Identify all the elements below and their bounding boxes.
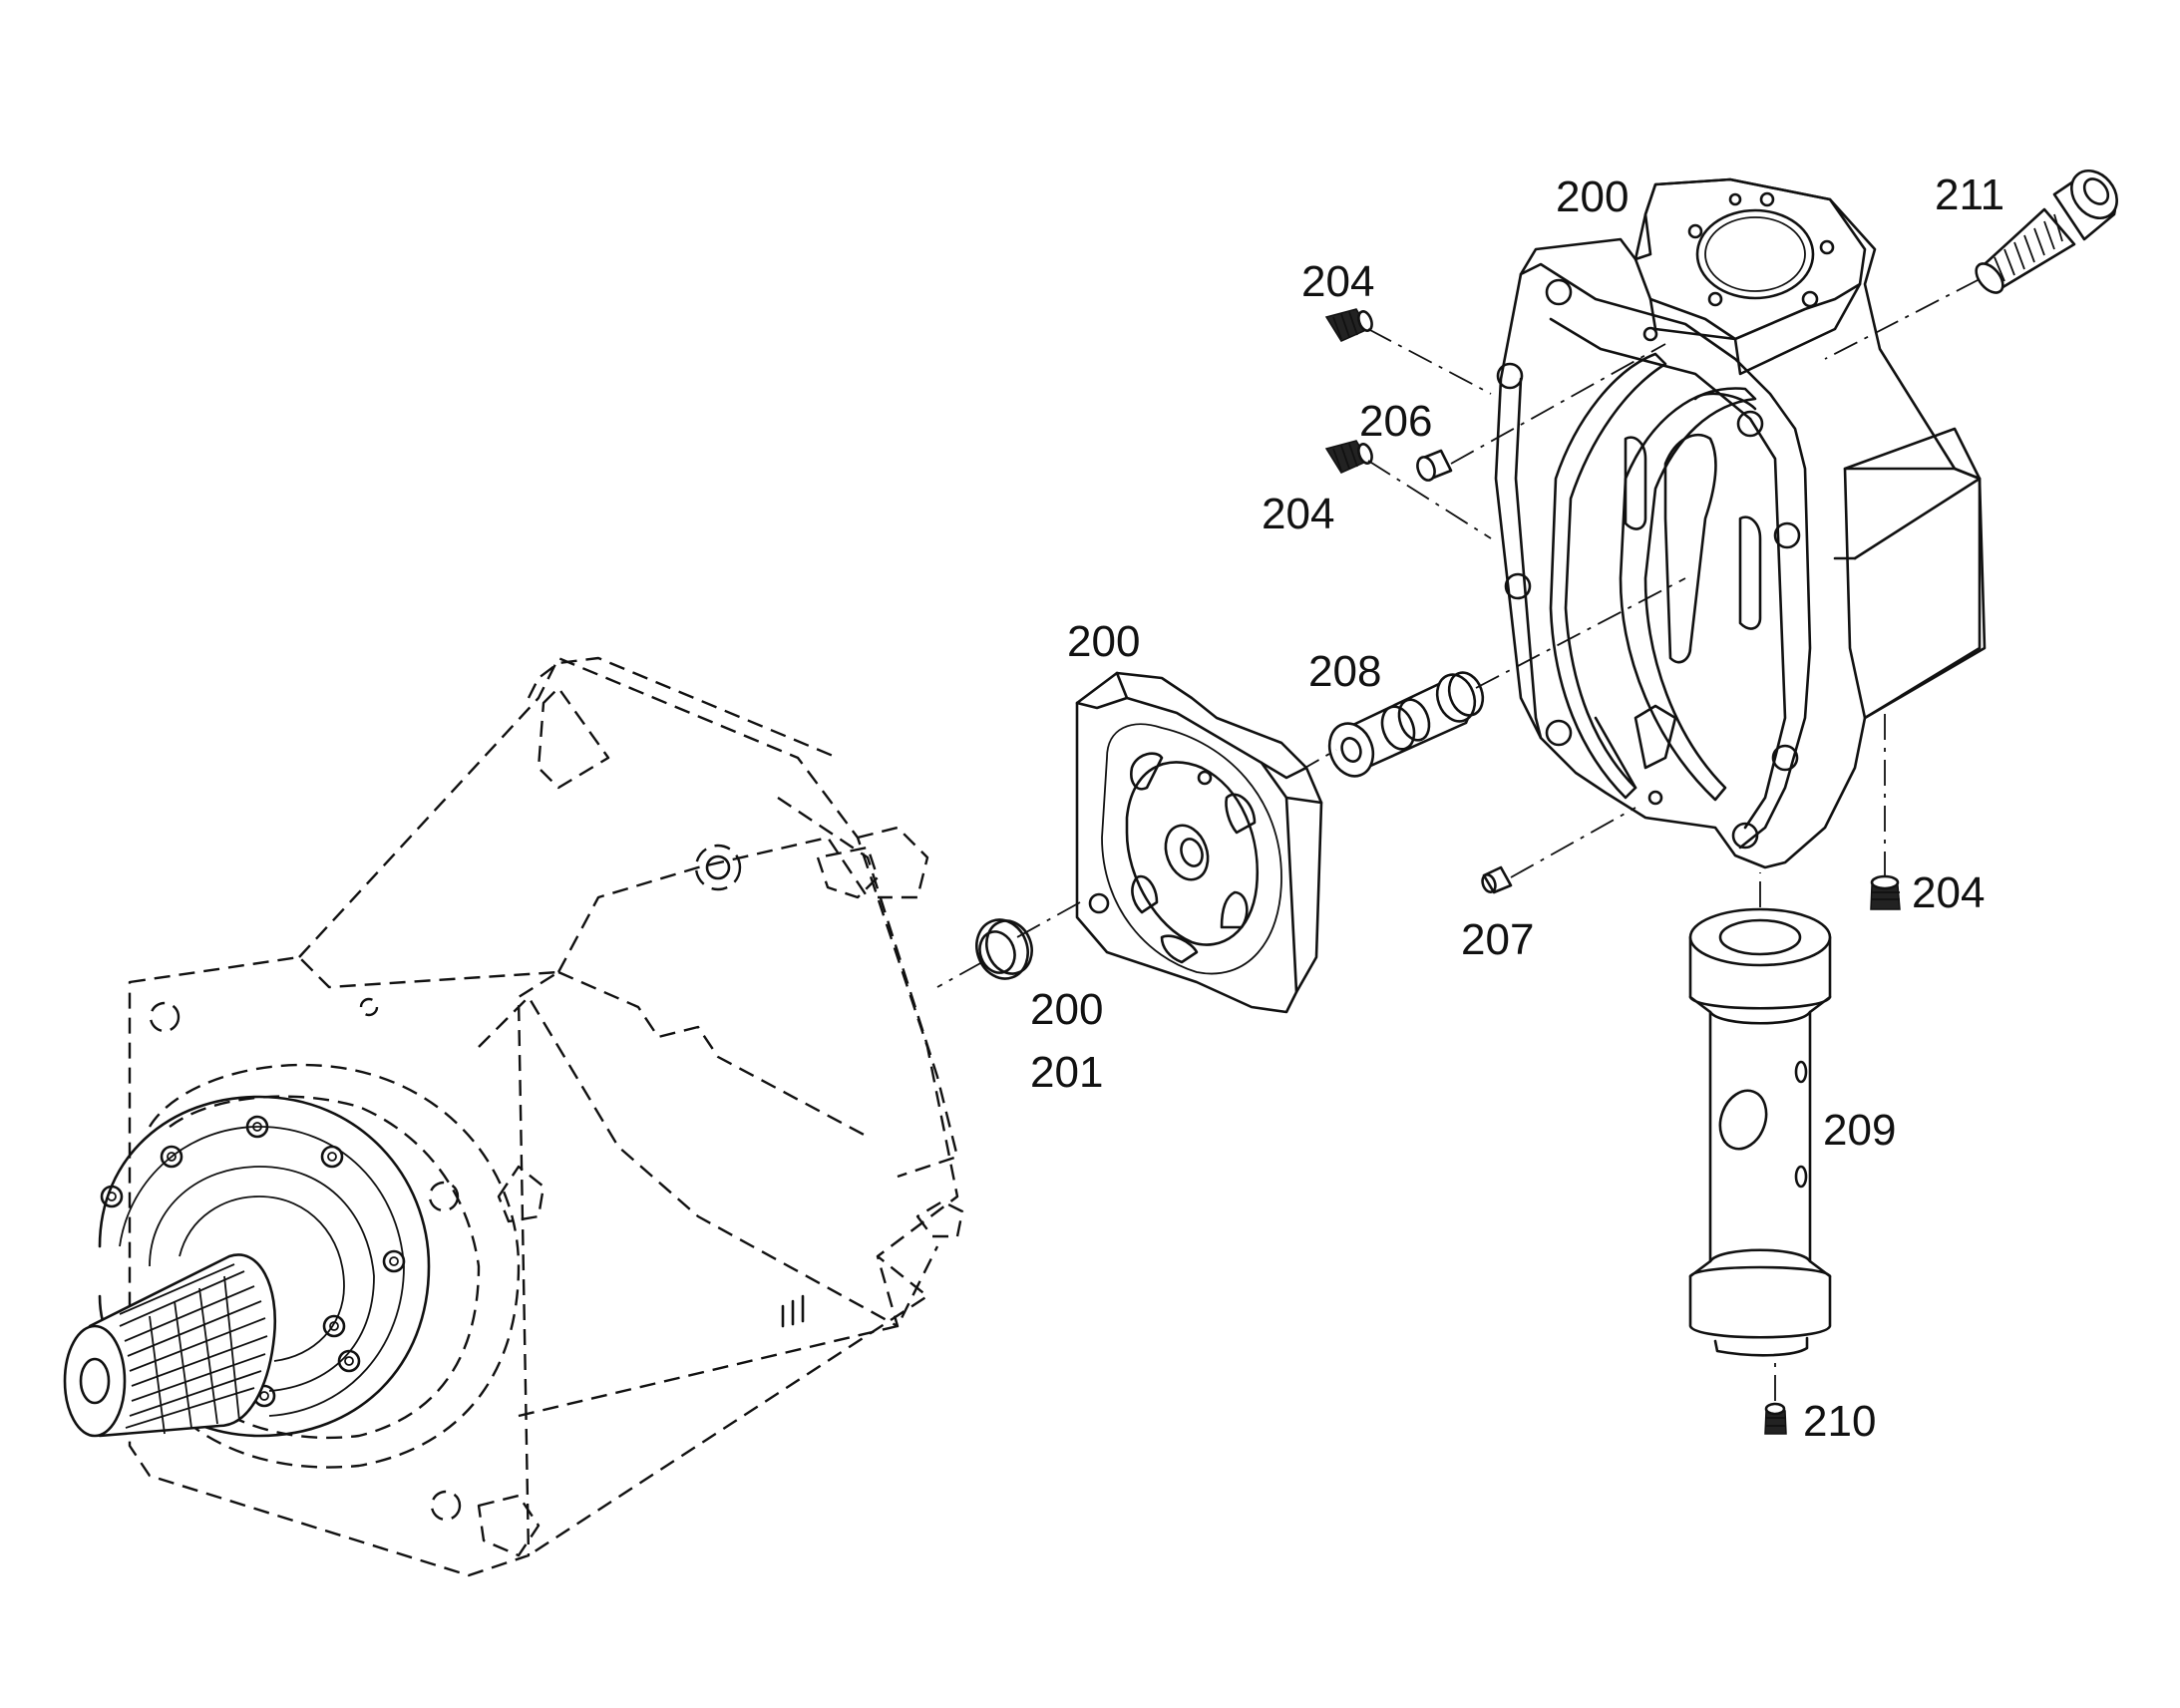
cap-screw-211 xyxy=(1975,169,2118,294)
callout-200-plate: 200 xyxy=(1067,617,1140,666)
dowel-pin-206 xyxy=(1416,449,1453,482)
bearing-ring xyxy=(975,918,1033,980)
callout-206: 206 xyxy=(1359,397,1432,446)
set-screw-204-top xyxy=(1324,308,1373,342)
callout-208: 208 xyxy=(1308,647,1381,696)
callout-201: 201 xyxy=(1030,1048,1103,1097)
callout-200-ring: 200 xyxy=(1030,985,1103,1034)
callout-209: 209 xyxy=(1823,1106,1896,1155)
callout-labels: 200 211 204 206 204 200 208 200 201 207 … xyxy=(1030,171,2004,1446)
set-screw-210 xyxy=(1764,1402,1787,1435)
control-housing xyxy=(1494,177,1987,869)
callout-200-housing: 200 xyxy=(1556,172,1629,221)
port-plate xyxy=(1075,671,1323,1014)
splined-shaft xyxy=(63,1253,277,1438)
flange-bolt-heads xyxy=(100,1115,406,1408)
drive-flange xyxy=(63,1095,431,1438)
assembly-leader-lines xyxy=(936,278,1981,1401)
hydraulic-motor-body xyxy=(128,656,964,1577)
guide-pin-208 xyxy=(1327,671,1485,778)
control-sleeve-209 xyxy=(1688,907,1832,1357)
callout-204-right: 204 xyxy=(1912,868,1985,917)
callout-211: 211 xyxy=(1935,171,2004,219)
callout-204-middle: 204 xyxy=(1262,490,1334,538)
set-screw-204-right xyxy=(1870,874,1901,910)
callout-207: 207 xyxy=(1461,915,1534,964)
plug-207 xyxy=(1481,865,1513,894)
callout-204-top: 204 xyxy=(1301,257,1374,306)
callout-210: 210 xyxy=(1803,1397,1876,1446)
